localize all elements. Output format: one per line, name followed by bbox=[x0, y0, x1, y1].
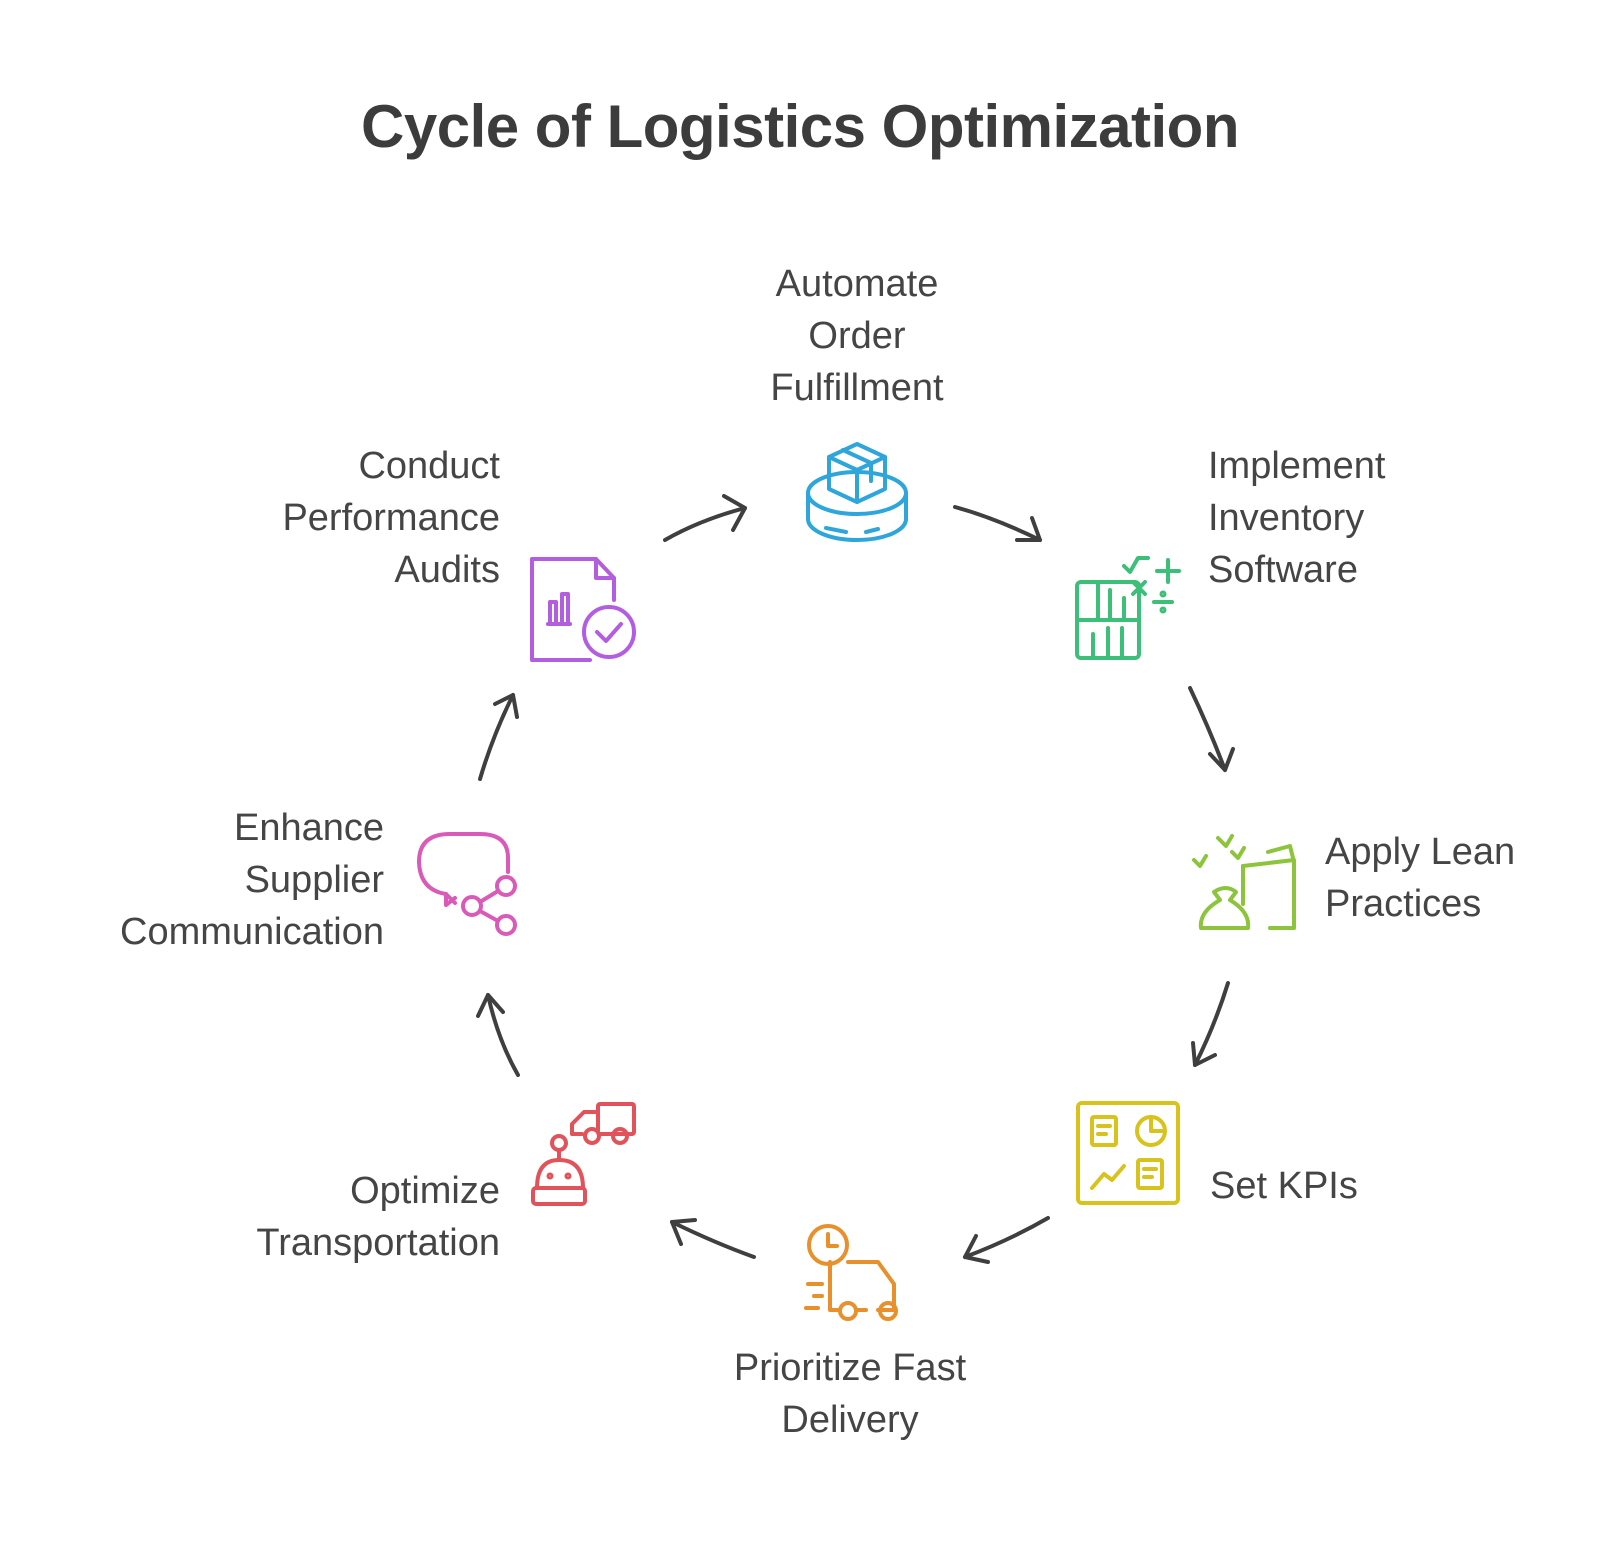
step-label-line: Set KPIs bbox=[1210, 1165, 1358, 1207]
robot-truck-icon bbox=[531, 1102, 636, 1206]
dashboard-icon bbox=[1076, 1101, 1180, 1205]
step-label-line: Inventory bbox=[1208, 497, 1365, 539]
step-label-line: Order bbox=[808, 315, 906, 357]
arrow-transport-to-supplier bbox=[476, 993, 520, 1077]
step-label-line: Supplier bbox=[244, 859, 384, 901]
package-platform-icon bbox=[806, 442, 908, 542]
arrow-supplier-to-audits bbox=[478, 693, 519, 781]
step-label-line: Delivery bbox=[781, 1399, 919, 1441]
chat-share-icon bbox=[417, 832, 517, 936]
arrow-delivery-to-transport bbox=[670, 1218, 756, 1259]
inventory-calculator-icon bbox=[1075, 556, 1181, 660]
step-label-line: Audits bbox=[394, 549, 500, 591]
step-label-line: Apply Lean bbox=[1325, 831, 1516, 873]
fast-delivery-truck-icon bbox=[804, 1224, 898, 1321]
page-title: Cycle of Logistics Optimization bbox=[361, 93, 1239, 160]
arrow-inventory-to-lean bbox=[1188, 686, 1235, 772]
lean-bag-icon bbox=[1192, 834, 1296, 930]
step-label-line: Conduct bbox=[358, 445, 500, 487]
step-label-audits: Conduct Performance Audits bbox=[160, 440, 500, 596]
step-label-kpis: Set KPIs bbox=[1210, 1160, 1358, 1212]
step-label-line: Optimize bbox=[350, 1170, 500, 1212]
step-label-line: Prioritize Fast bbox=[733, 1347, 967, 1389]
step-label-delivery: Prioritize Fast Delivery bbox=[690, 1342, 1010, 1446]
cycle-arrows bbox=[476, 494, 1235, 1264]
step-label-automate: Automate Order Fulfillment bbox=[710, 258, 1004, 414]
step-label-line: Communication bbox=[120, 911, 384, 953]
step-label-line: Enhance bbox=[233, 807, 384, 849]
step-label-transport: Optimize Transportation bbox=[160, 1165, 500, 1269]
step-label-lean: Apply Lean Practices bbox=[1325, 826, 1515, 930]
arrow-lean-to-kpis bbox=[1191, 981, 1230, 1067]
step-label-line: Fulfillment bbox=[770, 367, 944, 409]
step-label-line: Implement bbox=[1208, 445, 1386, 487]
arrow-automate-to-inventory bbox=[953, 505, 1042, 542]
step-label-line: Software bbox=[1208, 549, 1358, 591]
audit-report-icon bbox=[530, 557, 636, 662]
step-label-inventory: Implement Inventory Software bbox=[1208, 440, 1385, 596]
step-label-line: Practices bbox=[1325, 883, 1482, 925]
arrow-audits-to-automate bbox=[663, 494, 747, 542]
step-label-line: Transportation bbox=[256, 1222, 500, 1264]
step-label-line: Performance bbox=[282, 497, 500, 539]
step-label-line: Automate bbox=[775, 263, 939, 305]
arrow-kpis-to-delivery bbox=[963, 1216, 1050, 1264]
step-label-supplier: Enhance Supplier Communication bbox=[40, 802, 384, 958]
